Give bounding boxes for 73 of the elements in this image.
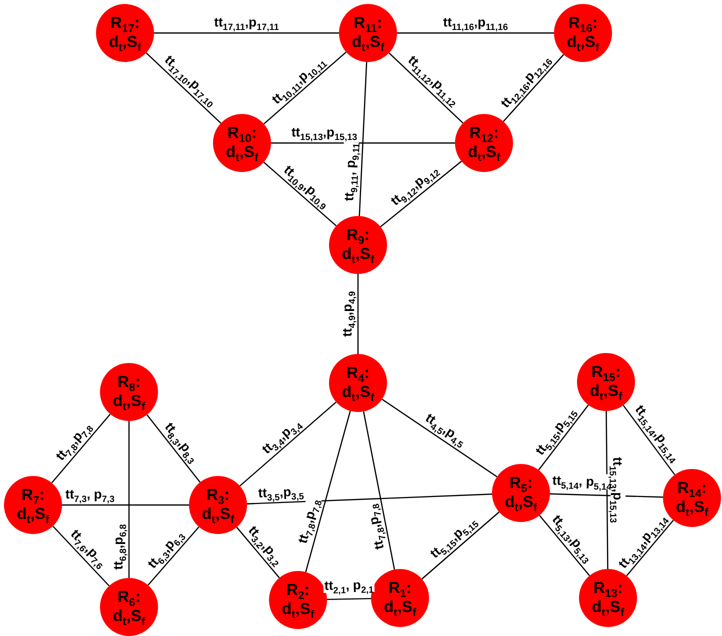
node-label: d$_{t}$,S$_{f}$ xyxy=(384,598,416,617)
node-circle xyxy=(189,476,247,534)
node-label: d$_{t}$,S$_{f}$ xyxy=(592,598,624,617)
node-label: d$_{t}$,S$_{f}$ xyxy=(112,392,146,411)
node-circle xyxy=(100,578,158,636)
node-label: R$_{5}$: xyxy=(509,474,533,493)
node-label: R$_{16}$: xyxy=(568,14,598,33)
connector-line xyxy=(622,404,676,476)
node-circle xyxy=(4,476,62,534)
connector-line xyxy=(362,411,396,570)
node-label: R$_{2}$: xyxy=(286,581,310,600)
connector-line xyxy=(382,398,498,478)
node-circle xyxy=(213,114,271,172)
connector-line xyxy=(422,512,500,580)
node-circle xyxy=(329,216,387,274)
node-label: d$_{t}$,S$_{f}$ xyxy=(108,33,142,52)
node-label: R$_{14}$: xyxy=(677,479,707,498)
connector-line xyxy=(538,404,589,470)
node-label: d$_{t}$,S$_{f}$ xyxy=(342,383,374,402)
node-label: d$_{t}$,S$_{f}$ xyxy=(16,505,50,524)
connector-line xyxy=(62,504,189,506)
node-circle xyxy=(492,464,550,522)
node-label: R$_{8}$: xyxy=(117,373,141,392)
node-label: d$_{t}$,S$_{f}$ xyxy=(504,493,538,512)
node-label: R$_{1}$: xyxy=(388,579,412,598)
node-label: d$_{t}$,S$_{f}$ xyxy=(676,498,708,517)
node-circle xyxy=(339,4,397,62)
connector-line xyxy=(239,402,337,486)
node-label: R$_{4}$: xyxy=(346,364,370,383)
node-label: d$_{t}$,S$_{f}$ xyxy=(112,607,146,626)
connector-line xyxy=(388,52,464,124)
node-label: R$_{12}$: xyxy=(469,124,499,143)
connector-line xyxy=(358,62,368,216)
connector-line xyxy=(51,414,111,484)
connector-line xyxy=(380,160,462,228)
node-label: d$_{t}$,S$_{f}$ xyxy=(226,143,258,162)
node-label: d$_{t}$,S$_{f}$ xyxy=(342,245,374,264)
connector-line xyxy=(539,514,590,576)
node-label: R$_{3}$: xyxy=(206,486,230,505)
node-label: R$_{11}$: xyxy=(354,14,382,33)
connector-line xyxy=(326,598,372,600)
node-label: d$_{t}$,S$_{f}$ xyxy=(468,143,500,162)
connector-line xyxy=(263,52,347,124)
connector-line xyxy=(154,32,339,34)
node-label: R$_{7}$: xyxy=(21,486,45,505)
connector-line xyxy=(271,142,455,144)
connector-line xyxy=(146,52,222,124)
node-label: d$_{t}$,S$_{f}$ xyxy=(282,600,314,619)
connector-line xyxy=(236,526,280,578)
connector-line xyxy=(357,274,359,354)
connector-line xyxy=(626,520,674,576)
node-label: d$_{t}$,S$_{f}$ xyxy=(566,33,600,52)
node-label: R$_{17}$: xyxy=(110,14,140,33)
connector-line xyxy=(263,162,337,226)
node-label: R$_{13}$: xyxy=(593,579,623,598)
node-label: R$_{6}$: xyxy=(117,588,141,607)
connector-line xyxy=(246,494,492,504)
connector-line xyxy=(128,421,130,578)
connector-line xyxy=(52,526,110,586)
node-label: d$_{t}$,S$_{f}$ xyxy=(590,382,622,401)
connector-line xyxy=(305,410,351,572)
node-circle xyxy=(329,354,387,412)
node-label: d$_{t}$,S$_{f}$ xyxy=(202,505,234,524)
node-label: R$_{10}$: xyxy=(227,124,257,143)
connector-line xyxy=(502,54,564,122)
connector-line xyxy=(146,414,201,483)
connector-line xyxy=(606,411,608,569)
connector-line xyxy=(397,32,554,34)
node-label: R$_{15}$: xyxy=(591,363,621,382)
node-label: R$_{9}$: xyxy=(346,226,370,245)
node-label: d$_{t}$,S$_{f}$ xyxy=(352,33,384,52)
connector-line xyxy=(148,526,200,586)
node-circle xyxy=(455,114,513,172)
